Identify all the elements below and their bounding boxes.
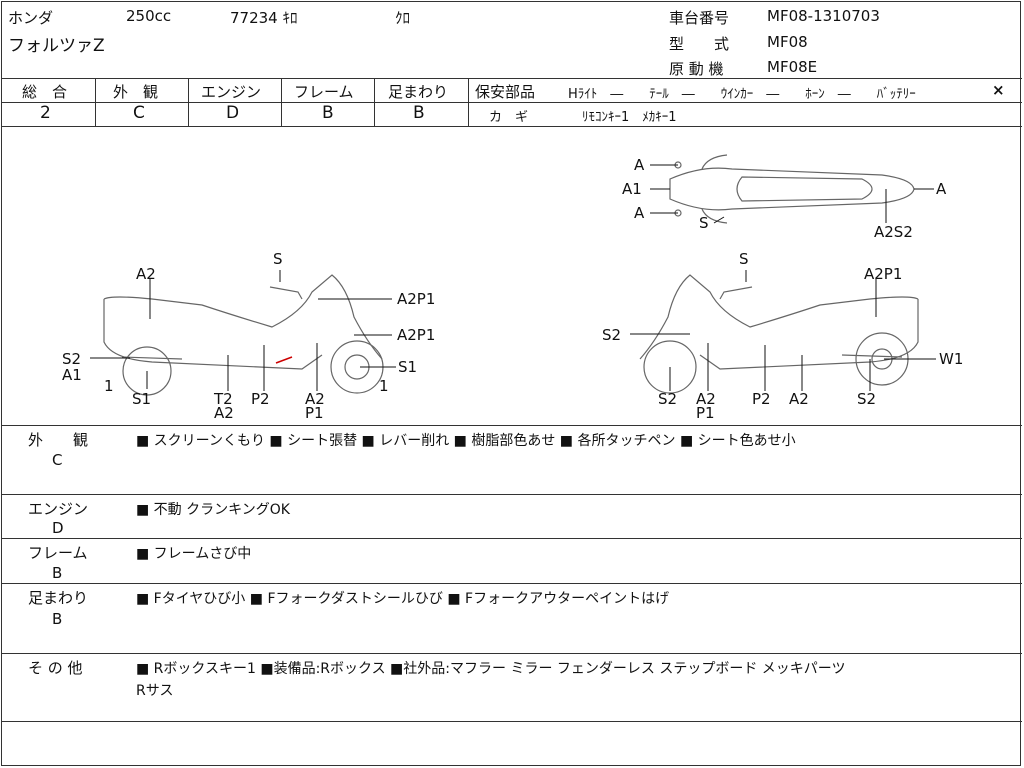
divider [2, 126, 1022, 127]
grade-value-suspension: B [413, 103, 425, 123]
grade-label-engine: エンジン [201, 83, 262, 101]
note-label-other: そ の 他 [28, 659, 83, 677]
grade-value-exterior: C [133, 103, 145, 123]
note-text-suspension: ■ Fタイヤひび小 ■ Fフォークダストシールひび ■ Fフォークアウターペイン… [136, 591, 670, 607]
grade-label-exterior: 外 観 [113, 83, 159, 101]
label-left-a1: A1 [62, 366, 82, 384]
model-name: フォルツァZ [8, 36, 105, 56]
maker: ホンダ [8, 9, 54, 27]
note-label-frame: フレーム [28, 544, 88, 562]
mileage: 77234 ｷﾛ [230, 9, 298, 27]
label-right-a2p1: A2P1 [864, 265, 902, 283]
key-label: カ ギ [489, 110, 529, 125]
callout-labels: A A1 A S A A2S2 A2 S A2P1 A2P1 S2 A1 1 S… [62, 156, 963, 422]
divider [2, 494, 1022, 495]
label-right-s: S [739, 250, 749, 268]
left-side-scooter [103, 274, 384, 396]
divider [2, 538, 1022, 539]
label-left-a2-2: A2 [214, 404, 234, 422]
divider [2, 583, 1022, 584]
label-right-s2-2: S2 [658, 390, 677, 408]
safety-label: 保安部品 [475, 83, 536, 101]
label-right-s2-3: S2 [857, 390, 876, 408]
label-left-a2-3: A2 [305, 390, 325, 408]
label-left-t2: T2 [213, 390, 233, 408]
label-top-a1: A1 [622, 180, 642, 198]
grade-label-frame: フレーム [294, 83, 354, 101]
divider [2, 721, 1022, 722]
battery-mark: × [992, 81, 1005, 99]
damage-mark [275, 356, 293, 364]
engine-label: 原 動 機 [669, 60, 724, 78]
note-text-frame: ■ フレームさび中 [136, 546, 252, 562]
note-grade-engine: D [52, 519, 64, 537]
divider [2, 425, 1022, 426]
divider [95, 78, 96, 126]
top-view-scooter [669, 154, 915, 224]
label-top-a-3: A [936, 180, 947, 198]
damage-diagram: A A1 A S A A2S2 A2 S A2P1 A2P1 S2 A1 1 S… [62, 154, 963, 422]
divider [468, 78, 469, 126]
note-label-exterior: 外 観 [28, 431, 89, 449]
type-label: 型 式 [669, 35, 730, 53]
grade-label-overall: 総 合 [22, 83, 68, 101]
grade-label-suspension: 足まわり [388, 83, 449, 101]
note-grade-frame: B [52, 564, 63, 582]
frame-no: MF08-1310703 [767, 7, 880, 25]
label-left-a2: A2 [136, 265, 156, 283]
label-top-s: S [699, 214, 709, 232]
label-left-1a: 1 [104, 377, 114, 395]
label-left-s: S [273, 250, 283, 268]
label-right-w1: W1 [939, 350, 963, 368]
divider [2, 78, 1022, 79]
note-text-other-2: Rサス [136, 683, 174, 699]
divider [188, 78, 189, 126]
note-text-other: ■ Rボックスキー1 ■装備品:Rボックス ■社外品:マフラー ミラー フェンダ… [136, 661, 846, 677]
label-right-s2-1: S2 [602, 326, 621, 344]
label-left-s1-1: S1 [132, 390, 151, 408]
label-left-p2: P2 [251, 390, 270, 408]
divider [2, 102, 468, 103]
label-top-a2s2: A2S2 [874, 223, 913, 241]
label-top-a-2: A [634, 204, 645, 222]
note-label-suspension: 足まわり [28, 589, 89, 607]
label-top-a-1: A [634, 156, 645, 174]
label-left-a2p1-2: A2P1 [397, 326, 435, 344]
grade-value-overall: 2 [40, 103, 51, 123]
label-left-a2p1-1: A2P1 [397, 290, 435, 308]
note-text-engine: ■ 不動 クランキングOK [136, 502, 290, 518]
label-left-p1: P1 [305, 404, 324, 422]
type-value: MF08 [767, 33, 808, 51]
label-left-1b: 1 [379, 377, 389, 395]
callout-lines [90, 164, 936, 391]
safety-items: Hﾗｲﾄ ― ﾃｰﾙ ― ｳｲﾝｶｰ ― ﾎｰﾝ ― ﾊﾞｯﾃﾘｰ [568, 87, 916, 102]
displacement: 250cc [126, 7, 172, 25]
note-label-engine: エンジン [28, 500, 89, 518]
label-right-p2: P2 [752, 390, 771, 408]
divider [2, 653, 1022, 654]
note-grade-exterior: C [52, 451, 63, 469]
note-grade-suspension: B [52, 610, 63, 628]
key-value: ﾘﾓｺﾝｷｰ1 ﾒｶｷｰ1 [582, 110, 677, 125]
label-left-s1-2: S1 [398, 358, 417, 376]
engine-value: MF08E [767, 58, 818, 76]
divider [374, 78, 375, 126]
divider [468, 102, 1022, 103]
label-right-p1: P1 [696, 404, 715, 422]
grade-value-engine: D [226, 103, 240, 123]
note-text-exterior: ■ スクリーンくもり ■ シート張替 ■ レバー削れ ■ 樹脂部色あせ ■ 各所… [136, 433, 796, 449]
frame-no-label: 車台番号 [669, 9, 730, 27]
label-left-s2: S2 [62, 350, 81, 368]
label-right-a2-2: A2 [789, 390, 809, 408]
grade-value-frame: B [322, 103, 334, 123]
divider [281, 78, 282, 126]
color: ｸﾛ [395, 9, 411, 27]
label-right-a2-1: A2 [696, 390, 716, 408]
